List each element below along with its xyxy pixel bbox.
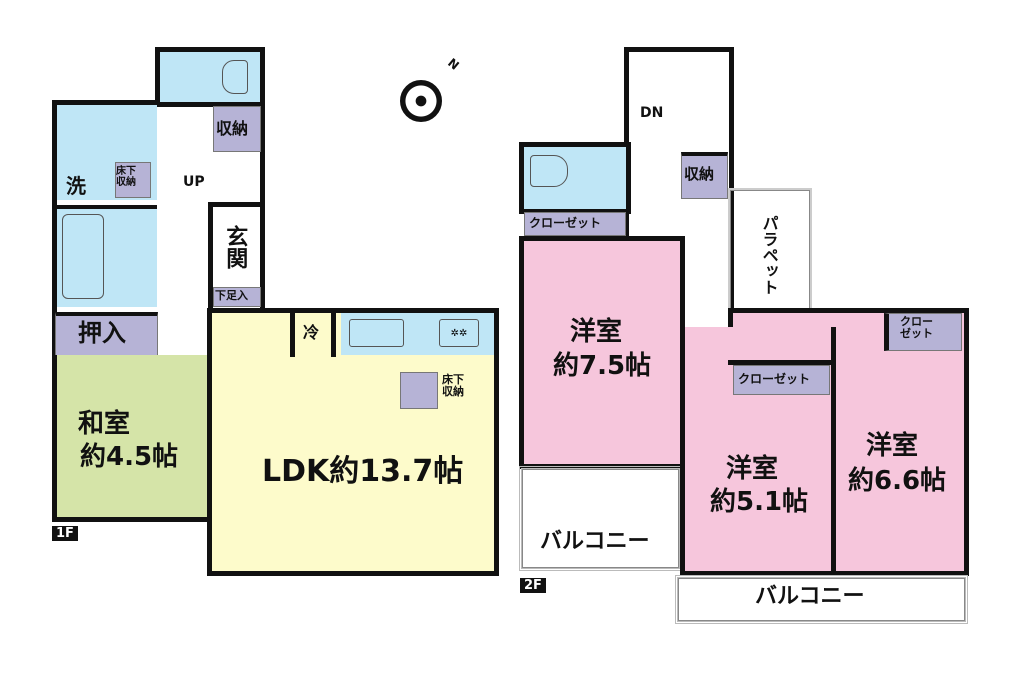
toilet-2f bbox=[519, 142, 631, 214]
room-7-5-size: 約7.5帖 bbox=[553, 351, 652, 381]
closet-6-6-label: クロー ゼット bbox=[900, 315, 933, 341]
compass-icon bbox=[400, 80, 442, 122]
closet-5-1 bbox=[733, 365, 830, 395]
storage-2f-label: 収納 bbox=[684, 165, 715, 183]
wall bbox=[728, 360, 836, 365]
underfloor-ldk-label: 床下 収納 bbox=[442, 373, 464, 399]
storage-2f bbox=[681, 152, 728, 199]
storage-1f bbox=[213, 106, 261, 152]
bathtub-icon bbox=[62, 214, 104, 299]
closet-7-5-label: クローゼット bbox=[529, 216, 602, 230]
toilet-1f bbox=[155, 47, 265, 107]
closet-6-6 bbox=[884, 313, 962, 351]
balcony-bottom bbox=[675, 575, 968, 624]
bathroom bbox=[57, 205, 157, 307]
sink-icon bbox=[349, 319, 404, 347]
storage-1f-label: 収納 bbox=[216, 119, 249, 138]
underfloor-storage-wash bbox=[115, 162, 151, 198]
closet-5-1-label: クローゼット bbox=[738, 372, 811, 386]
room-7-5-name: 洋室 bbox=[570, 317, 623, 347]
fridge-label: 冷 bbox=[303, 323, 320, 342]
fridge-space bbox=[290, 313, 336, 357]
stairs-dn-label: DN bbox=[640, 105, 664, 121]
room-7-5 bbox=[519, 236, 685, 469]
oshiire bbox=[55, 312, 158, 358]
shoe-cabinet-label: 下足入 bbox=[215, 289, 248, 302]
toilet-icon bbox=[222, 60, 248, 94]
underfloor-storage-ldk bbox=[400, 372, 438, 409]
balcony-left bbox=[519, 466, 682, 571]
oshiire-label: 押入 bbox=[78, 319, 126, 347]
wash-label: 洗 bbox=[66, 174, 86, 198]
washitsu-name: 和室 bbox=[78, 409, 131, 439]
room-6-6-size: 約6.6帖 bbox=[848, 466, 947, 496]
room-6-6-name: 洋室 bbox=[866, 431, 919, 461]
ldk-label: LDK約13.7帖 bbox=[262, 454, 464, 489]
balcony-bottom-label: バルコニー bbox=[755, 584, 865, 609]
room-5-1-size: 約5.1帖 bbox=[710, 487, 809, 517]
parapet-label: パラペット bbox=[759, 215, 779, 295]
stove-icon: ✲✲ bbox=[439, 319, 479, 347]
balcony-left-label: バルコニー bbox=[540, 529, 650, 554]
compass-north: N bbox=[445, 55, 462, 73]
stairs-up-label: UP bbox=[183, 174, 205, 190]
floor2-label: 2F bbox=[520, 578, 546, 593]
underfloor-wash-label: 床下 収納 bbox=[116, 166, 136, 188]
washitsu-size: 約4.5帖 bbox=[80, 442, 179, 472]
floor1-label: 1F bbox=[52, 526, 78, 541]
kitchen-counter: ✲✲ bbox=[341, 313, 494, 355]
washitsu bbox=[52, 355, 212, 522]
toilet-icon bbox=[530, 155, 568, 187]
closet-7-5 bbox=[524, 212, 626, 236]
room-5-1-name: 洋室 bbox=[726, 454, 779, 484]
shoe-cabinet bbox=[213, 287, 261, 307]
entrance-label: 玄関 bbox=[222, 225, 248, 269]
